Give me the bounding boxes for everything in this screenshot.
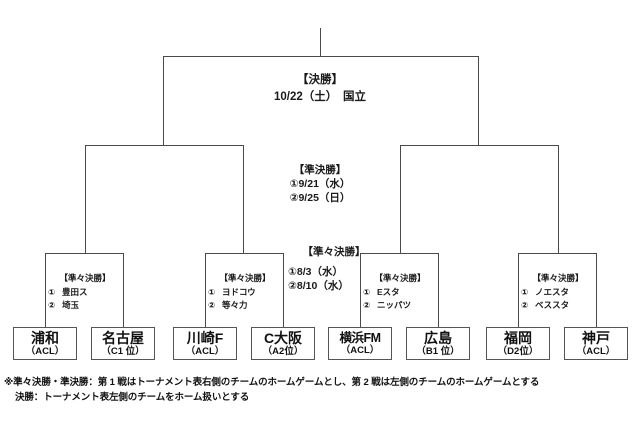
team-box-3[interactable]: 川崎F （ACL） [173,327,237,360]
team-name-2: 名古屋 [102,329,144,346]
qf3-venue-num-1: ① [363,286,371,297]
team-box-8[interactable]: 神戸 （ACL） [564,327,628,360]
team-rank-5: （ACL） [340,345,380,356]
qf3-venue-row-2: ② ニッパツ [363,299,437,312]
qf4-venue-title: 【準々決勝】 [532,273,584,283]
semifinal-leg1-date: ①9/21（水） [289,178,351,191]
semifinal-left-leg-right [243,145,244,254]
qf4-leg-right [596,253,597,327]
qf2-venue-name-1: ヨドコウ [222,286,256,297]
qf1-venue-title: 【準々決勝】 [59,273,111,283]
qf3-leg-right [438,253,439,327]
qf2-leg-left [205,253,206,327]
qf3-venue-name-2: ニッパツ [377,299,412,310]
final-leg-right [478,56,479,145]
team-box-5[interactable]: 横浜FM （ACL） [328,327,392,360]
team-name-5: 横浜FM [339,330,381,345]
semifinal-right-leg-right [558,145,559,254]
qf1-venue-num-1: ① [48,286,56,297]
team-rank-6: （B1 位） [416,345,460,357]
qf3-venue-name-1: Eスタ [377,286,400,297]
qf1-venue-row-1: ① 豊田ス [48,286,122,299]
team-rank-8: （ACL） [576,345,616,357]
final-date-venue: 10/22（土） 国立 [273,91,367,104]
qf4-venue-row-1: ① ノエスタ [521,286,595,299]
final-round-label: 【決勝】 10/22（土） 国立 [230,72,410,107]
qf3-venue-num-2: ② [363,299,371,310]
qf4-venue-row-2: ② ベススタ [521,299,595,312]
team-box-7[interactable]: 福岡 （D2位） [486,327,550,360]
team-rank-4: （A2位） [262,345,304,357]
qf4-venue-note: 【準々決勝】 ① ノエスタ ② ベススタ [521,272,595,311]
footnote-line-2: 決勝：トーナメント表左側のチームをホーム扱いとする [15,391,250,403]
qf2-venue-row-2: ② 等々力 [208,299,282,312]
team-name-1: 浦和 [31,329,59,346]
qf3-leg-left [360,253,361,327]
qf2-venue-name-2: 等々力 [222,299,248,310]
quarterfinal-leg1-date: ①8/3（水） [288,266,343,279]
semifinal-leg2-date: ②9/25（日） [289,192,351,205]
team-rank-7: （D2位） [497,345,539,357]
team-rank-2: （C1 位） [101,345,145,357]
qf1-venue-name-2: 埼玉 [62,299,80,310]
team-box-1[interactable]: 浦和 （ACL） [13,327,77,360]
final-rail [163,56,479,57]
qf2-leg-right [283,253,284,327]
qf2-venue-num-1: ① [208,286,216,297]
team-box-4[interactable]: C大阪 （A2位） [251,327,315,360]
qf2-venue-num-2: ② [208,299,216,310]
team-box-6[interactable]: 広島 （B1 位） [406,327,470,360]
qf1-venue-num-2: ② [48,299,56,310]
qf4-leg-left [518,253,519,327]
qf2-venue-note: 【準々決勝】 ① ヨドコウ ② 等々力 [208,272,282,311]
quarterfinal-leg2-date: ②8/10（水） [288,280,349,293]
final-leg-left [163,56,164,145]
team-name-3: 川崎F [186,329,224,346]
team-name-6: 広島 [424,329,452,346]
qf4-venue-name-2: ベススタ [535,299,570,310]
team-rank-3: （ACL） [185,345,225,357]
qf1-venue-note: 【準々決勝】 ① 豊田ス ② 埼玉 [48,272,122,311]
quarterfinal-dates-label: 【準々決勝】 ①8/3（水） ②8/10（水） [288,245,380,294]
qf4-venue-name-1: ノエスタ [535,286,570,297]
qf1-leg-left [45,253,46,327]
qf4-rail [518,253,597,254]
qf1-rail [45,253,124,254]
qf3-venue-row-1: ① Eスタ [363,286,437,299]
team-name-8: 神戸 [582,329,610,346]
qf3-venue-note: 【準々決勝】 ① Eスタ ② ニッパツ [363,272,437,311]
qf4-venue-num-2: ② [521,299,529,310]
team-rank-1: （ACL） [25,345,65,357]
qf1-leg-right [123,253,124,327]
qf1-venue-name-1: 豊田ス [62,286,88,297]
team-name-4: C大阪 [263,329,303,346]
qf3-rail [360,253,439,254]
semifinal-left-rail [85,145,244,146]
qf2-venue-row-1: ① ヨドコウ [208,286,282,299]
qf2-rail [205,253,284,254]
team-box-2[interactable]: 名古屋 （C1 位） [91,327,155,360]
final-champion-stem [320,28,321,57]
qf4-venue-num-1: ① [521,286,529,297]
semifinal-right-rail [400,145,559,146]
semifinal-title: 【準決勝】 [293,164,347,176]
team-name-7: 福岡 [504,329,532,346]
qf2-venue-title: 【準々決勝】 [219,273,271,283]
qf3-venue-title: 【準々決勝】 [374,273,426,283]
semifinal-round-label: 【準決勝】 ①9/21（水） ②9/25（日） [250,163,390,206]
final-title: 【決勝】 [297,74,343,86]
qf1-venue-row-2: ② 埼玉 [48,299,122,312]
footnote-line-1: ※準々決勝・準決勝：第 1 戦はトーナメント表右側のチームのホームゲームとし、第… [4,377,540,388]
footnotes: ※準々決勝・準決勝：第 1 戦はトーナメント表右側のチームのホームゲームとし、第… [4,376,638,405]
semifinal-right-leg-left [400,145,401,254]
semifinal-left-leg-left [85,145,86,254]
quarterfinal-dates-title: 【準々決勝】 [302,246,366,258]
